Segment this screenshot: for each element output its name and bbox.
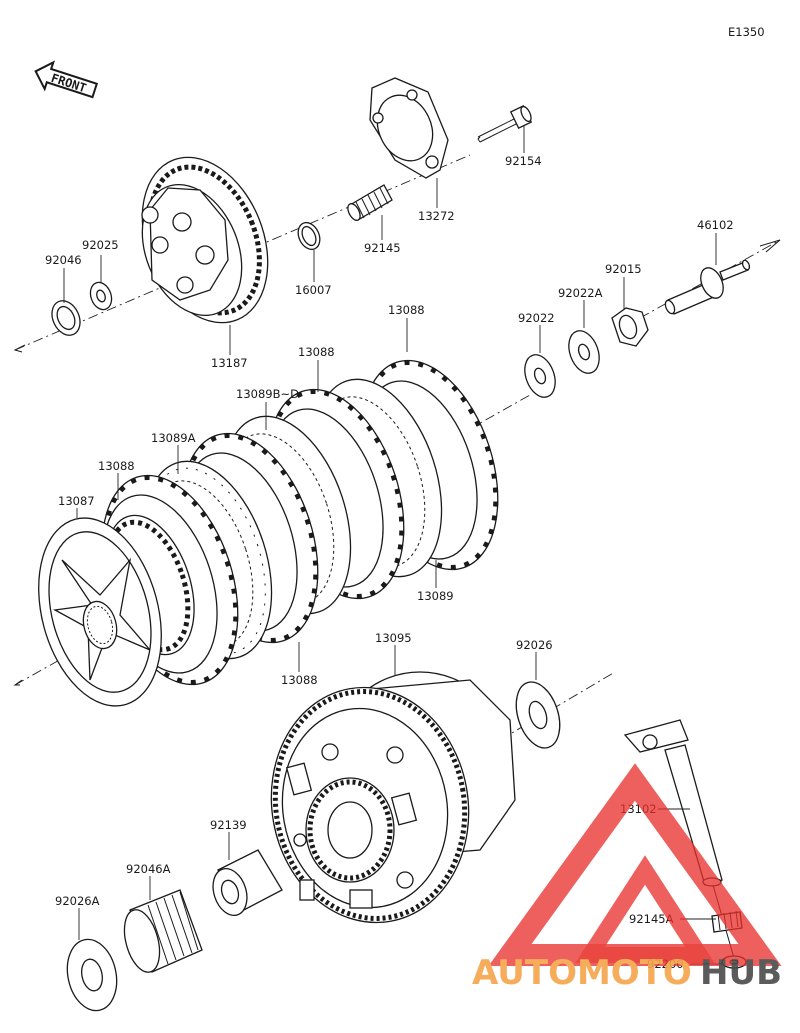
pressure-hub-13087 [38,514,195,707]
part-label: 92154 [505,154,542,168]
washer-92026A [66,938,118,1012]
part-label: 13088 [298,345,335,359]
part-label: 92022 [518,311,555,325]
pressure-plate-13272 [369,77,449,179]
part-label: 13095 [375,631,412,645]
sleeve-92139 [212,849,283,917]
part-label: 92022A [558,286,603,300]
part-label: 92026A [55,894,100,908]
part-label: 92025 [82,238,119,252]
watermark-logo: AUTOMOTO HUB [472,763,782,993]
part-label: 92145A [629,912,674,926]
needle-bearing-92046A [123,889,203,973]
part-label: 92046A [126,862,171,876]
part-label: 46102 [697,218,734,232]
part-label: 13088 [281,673,318,687]
push-rod-46102 [664,259,751,315]
part-label: 13088 [388,303,425,317]
part-label: 13089B~D [236,387,299,401]
part-label: 13089A [151,431,196,445]
watermark-word-b: HUB [700,953,782,993]
part-labels: 13272 92154 92145 16007 92025 92046 1318… [45,154,734,971]
clutch-hub-13187 [141,156,269,324]
washer-92026 [515,681,561,749]
part-label: 13187 [211,356,248,370]
bolt-92154 [477,104,533,143]
washer-92025 [89,281,113,311]
part-label: 13088 [98,459,135,473]
ring-16007 [297,221,321,251]
part-label: 16007 [295,283,332,297]
part-label: 92139 [210,818,247,832]
washer-92022 [524,354,556,398]
diagram-code: E1350 [728,25,765,39]
part-label: 92015 [605,262,642,276]
front-arrow-icon: FRONT [34,60,99,99]
clutch-housing-13095 [270,671,516,924]
washer-92022A [568,330,600,374]
part-label: 13089 [417,589,454,603]
part-label: 13272 [418,209,455,223]
nut-92015 [611,307,649,347]
watermark-word-a: AUTOMOTO [472,953,692,993]
part-label: 92046 [45,253,82,267]
needle-bearing-92046 [51,300,81,336]
part-label: 92145 [364,241,401,255]
spring-92145 [347,184,393,221]
part-label: 92026 [516,638,553,652]
part-label: 13087 [58,494,95,508]
